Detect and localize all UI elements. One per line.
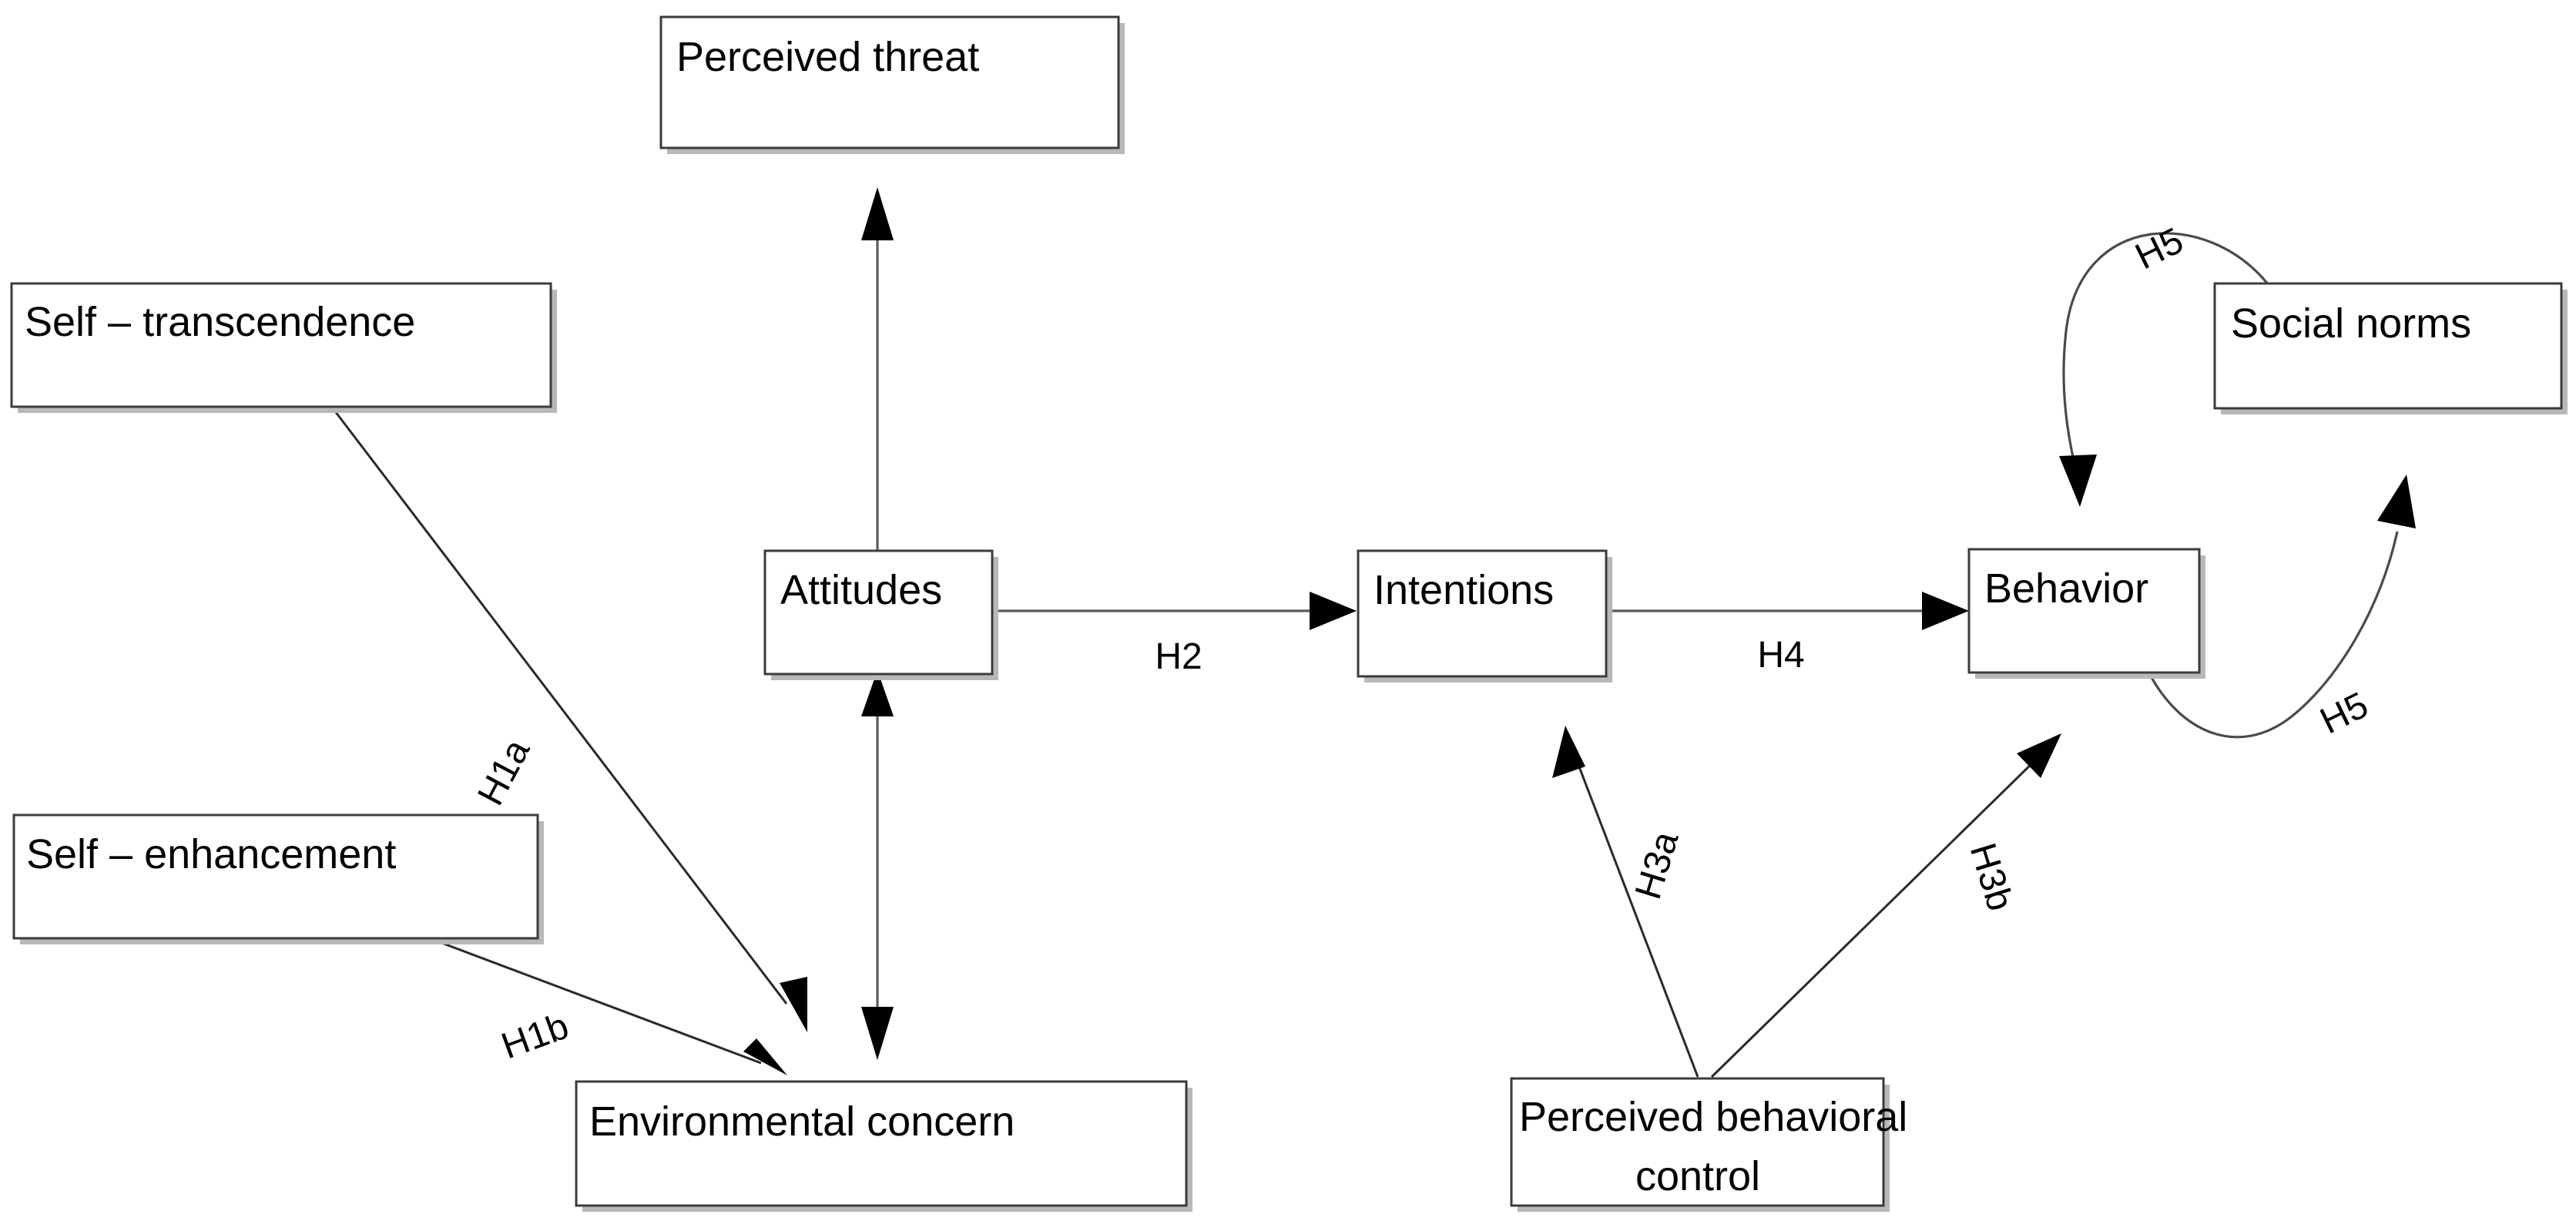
node-label-self-enhancement: Self – enhancement [26,831,396,877]
node-label-environmental-concern: Environmental concern [589,1099,1015,1145]
hypothesis-label-h4: H4 [1757,635,1804,676]
node-label-social-norms: Social norms [2231,300,2471,347]
node-label-pbc-line1: Perceived behavioral [1519,1094,1907,1140]
hypothesis-label-h1a: H1a [470,733,538,812]
node-intentions[interactable]: Intentions [1357,549,1612,683]
node-self-transcendence[interactable]: Self – transcendence [10,282,557,413]
node-label-pbc-line2: control [1635,1153,1760,1199]
hypothesis-label-h5-top: H5 [2129,220,2189,278]
hypothesis-label-h5-bottom: H5 [2314,685,2374,743]
edge-pbc-intentions [1552,726,1699,1078]
edge-attitudes-perceived-threat [861,187,894,553]
edge-behavior-social-norms [2148,475,2416,739]
node-label-behavior: Behavior [1984,565,2148,612]
edge-self-transcendence-environmental-concern [331,408,807,1032]
node-self-enhancement[interactable]: Self – enhancement [12,813,544,944]
node-attitudes[interactable]: Attitudes [763,549,998,680]
node-perceived-behavioral-control[interactable]: Perceived behavioral control [1510,1077,1907,1212]
edge-intentions-behavior [1606,592,1969,630]
hypothesis-label-h1b: H1b [496,1005,574,1067]
hypothesis-label-h3b: H3b [1962,839,2021,916]
hypothesis-label-h2: H2 [1155,636,1202,677]
hypothesis-label-h3a: H3a [1628,827,1687,904]
node-label-intentions: Intentions [1374,567,1554,613]
node-label-perceived-threat: Perceived threat [676,34,979,80]
edge-pbc-behavior [1710,733,2061,1078]
node-label-attitudes: Attitudes [780,567,942,613]
node-perceived-threat[interactable]: Perceived threat [659,15,1125,154]
node-behavior[interactable]: Behavior [1967,548,2205,679]
node-social-norms[interactable]: Social norms [2213,282,2568,414]
edge-social-norms-behavior [2059,232,2270,507]
edge-attitudes-environmental-concern [861,670,894,1060]
edge-self-enhancement-environmental-concern [431,938,787,1075]
node-environmental-concern[interactable]: Environmental concern [575,1080,1192,1212]
node-label-self-transcendence: Self – transcendence [25,299,415,345]
edge-attitudes-intentions [992,592,1357,630]
